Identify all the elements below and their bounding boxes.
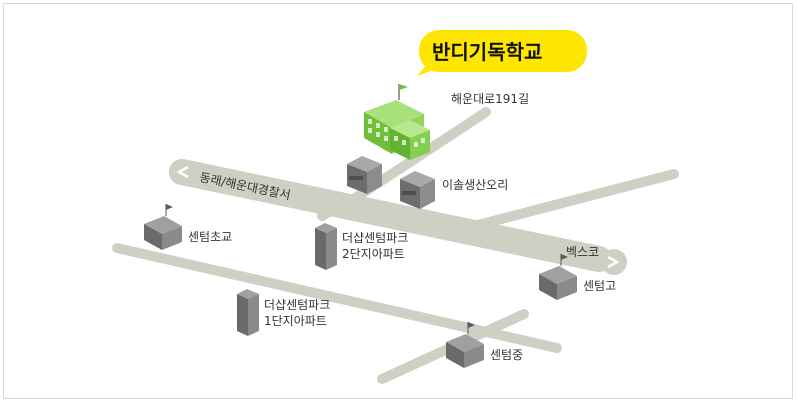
school-building-icon [364, 84, 430, 160]
middleschool-building-icon [446, 322, 484, 368]
place-label-apt1-line2: 1단지아파트 [264, 314, 327, 328]
school-callout: 반디기독학교 [417, 30, 587, 76]
road-northeast [469, 169, 679, 231]
map-frame: 반디기독학교 [3, 3, 793, 399]
road-main [169, 159, 612, 272]
place-label-apt1-line1: 더샵센텀파크 [264, 298, 330, 312]
elementary-building-icon [144, 204, 182, 250]
place-label-apt2-line1: 더샵센텀파크 [342, 231, 408, 245]
place-label-highschool: 센텀고 [583, 279, 616, 293]
map-canvas: 반디기독학교 [112, 30, 679, 384]
road-arrows [169, 159, 627, 275]
apartment-tower-icon [237, 289, 259, 336]
place-label-middleschool: 센텀중 [490, 348, 523, 362]
place-label-shop: 이솔생산오리 [442, 178, 508, 192]
road-label-east: 벡스코 [566, 245, 599, 259]
road-spur [317, 204, 339, 221]
box-building-icon [347, 156, 382, 194]
highschool-building-icon [539, 254, 577, 300]
box-building-icon [400, 171, 435, 209]
road-label-north: 해운대로191길 [451, 92, 529, 106]
place-label-elementary: 센텀초교 [188, 230, 232, 244]
arrow-west-icon [176, 165, 189, 179]
road-north [329, 107, 491, 217]
place-label-apt2-line2: 2단지아파트 [342, 247, 405, 261]
callout-title: 반디기독학교 [432, 40, 542, 64]
arrow-east-icon [607, 255, 620, 269]
apartment-tower-icon [315, 223, 337, 270]
